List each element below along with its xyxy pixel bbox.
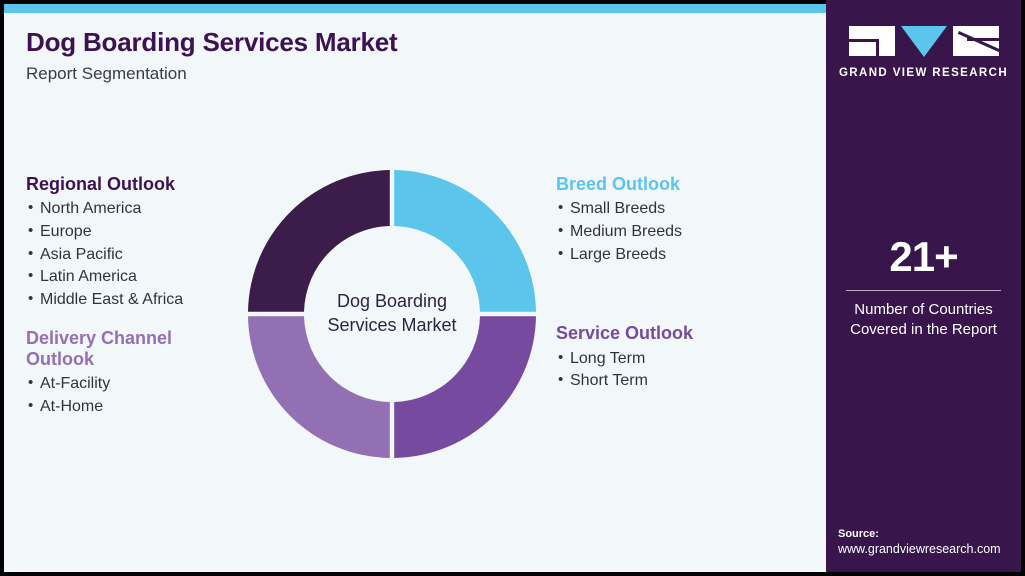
list-item: Latin America	[26, 265, 256, 289]
side-panel: GRAND VIEW RESEARCH 21+ Number of Countr…	[826, 0, 1021, 572]
segment-group-service-outlook: Service Outlook Long Term Short Term	[556, 323, 806, 393]
logo-wordmark: GRAND VIEW RESEARCH	[838, 67, 1009, 79]
segment-column-left: Regional Outlook North America Europe As…	[26, 174, 256, 419]
list-item: Asia Pacific	[26, 243, 256, 267]
logo-g-icon	[848, 26, 895, 56]
segment-group-breed-outlook: Breed Outlook Small Breeds Medium Breeds…	[556, 174, 806, 266]
list-item: North America	[26, 197, 256, 221]
segment-list-service-outlook: Long Term Short Term	[556, 347, 806, 393]
segment-heading-regional-outlook: Regional Outlook	[26, 174, 176, 194]
list-item: Medium Breeds	[556, 220, 806, 244]
list-item: Middle East & Africa	[26, 288, 256, 312]
segment-list-regional-outlook: North America Europe Asia Pacific Latin …	[26, 197, 256, 312]
stat-value: 21+	[889, 233, 958, 280]
title-block: Dog Boarding Services Market Report Segm…	[26, 27, 398, 83]
segment-spacer	[556, 266, 806, 323]
list-item: Small Breeds	[556, 197, 806, 221]
stat-block: 21+ Number of Countries Covered in the R…	[826, 236, 1021, 340]
segment-heading-service-outlook: Service Outlook	[556, 323, 694, 344]
segment-group-regional-outlook: Regional Outlook North America Europe As…	[26, 174, 256, 312]
segment-list-breed-outlook: Small Breeds Medium Breeds Large Breeds	[556, 197, 806, 267]
stat-caption-line-1: Number of Countries	[854, 301, 993, 318]
segment-list-delivery-channel-outlook: At-Facility At-Home	[26, 372, 256, 419]
logo-v-triangle-icon	[900, 25, 947, 57]
list-item: Long Term	[556, 347, 806, 371]
donut-segment-breed-outlook	[394, 170, 536, 312]
logo-r-icon	[952, 26, 1001, 56]
list-item: Large Breeds	[556, 243, 806, 267]
source-url[interactable]: www.grandviewresearch.com	[838, 542, 1001, 557]
stat-caption-line-2: Covered in the Report	[850, 320, 997, 338]
segment-group-delivery-channel-outlook: Delivery Channel Outlook At-Facility At-…	[26, 328, 256, 419]
brand-logo: GRAND VIEW RESEARCH	[826, 24, 1021, 79]
source-label: Source:	[838, 527, 879, 540]
list-item: Short Term	[556, 369, 806, 393]
donut-segment-delivery-channel-outlook	[248, 316, 390, 458]
list-item: At-Home	[26, 395, 256, 419]
stat-divider	[846, 290, 1001, 291]
segment-heading-breed-outlook: Breed Outlook	[556, 174, 681, 194]
list-item: At-Facility	[26, 372, 256, 396]
segment-spacer	[26, 312, 256, 328]
segment-heading-delivery-channel-outlook: Delivery Channel Outlook	[26, 327, 173, 370]
page-title: Dog Boarding Services Market	[26, 27, 398, 57]
segment-column-right: Breed Outlook Small Breeds Medium Breeds…	[556, 174, 806, 393]
content-card: Dog Boarding Services Market Report Segm…	[4, 4, 826, 572]
logo-marks	[826, 24, 1021, 58]
top-accent-bar	[4, 4, 826, 13]
list-item: Europe	[26, 220, 256, 244]
donut-chart-svg	[248, 170, 536, 458]
donut-segment-service-outlook	[394, 316, 536, 458]
source-block: Source: www.grandviewresearch.com	[838, 527, 1001, 558]
donut-chart: Dog Boarding Services Market	[247, 169, 537, 459]
page-subtitle: Report Segmentation	[26, 63, 187, 83]
donut-segment-regional-outlook	[248, 170, 390, 312]
